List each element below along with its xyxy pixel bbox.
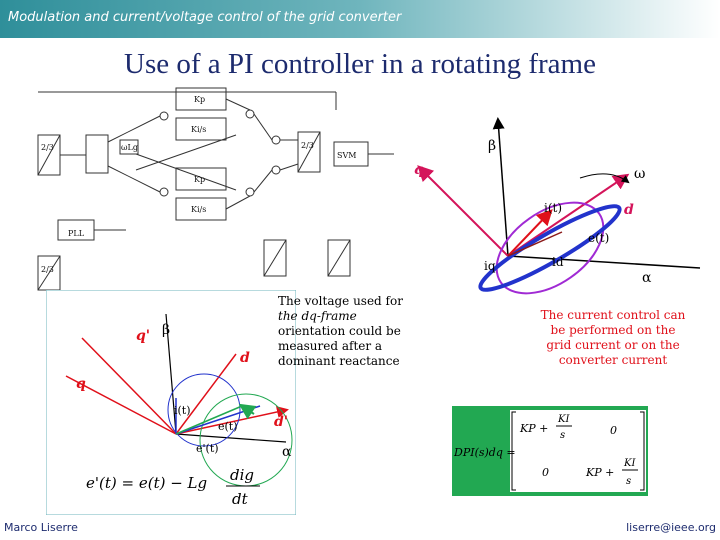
svg-text:KP +: KP + xyxy=(519,422,548,435)
svg-text:i(t): i(t) xyxy=(174,404,191,417)
svg-text:2/3: 2/3 xyxy=(301,141,314,150)
svg-text:KI: KI xyxy=(557,414,570,425)
current-note: The current control can be performed on … xyxy=(540,308,686,367)
svg-text:s: s xyxy=(626,476,631,487)
svg-text:e(t): e(t) xyxy=(218,420,238,433)
svg-text:Kp: Kp xyxy=(194,95,205,104)
svg-text:i(t): i(t) xyxy=(544,201,562,215)
svg-text:id: id xyxy=(552,255,564,269)
svm-label: SVM xyxy=(337,151,356,160)
svg-text:0: 0 xyxy=(610,424,617,437)
svg-text:KP +: KP + xyxy=(585,466,614,479)
svg-text:KI: KI xyxy=(623,458,636,469)
omega-label: ω xyxy=(634,166,645,182)
svg-text:Ki/s: Ki/s xyxy=(191,125,206,134)
svg-text:q: q xyxy=(414,162,424,178)
svg-text:q: q xyxy=(76,376,86,392)
slide-title: Use of a PI controller in a rotating fra… xyxy=(124,48,596,80)
svg-text:d: d xyxy=(624,202,634,218)
svg-text:Ki/s: Ki/s xyxy=(191,205,206,214)
current-block xyxy=(85,134,109,174)
phasor-diagram-bottom: q' β d q i(t) e(t) e'(t) d' α e'(t) = e(… xyxy=(46,290,296,515)
svg-text:iq: iq xyxy=(484,259,496,273)
svg-text:d': d' xyxy=(274,414,288,430)
kp-block-2 xyxy=(175,167,227,191)
control-block-diagram: PLL SVM Kp Ki/s Kp Ki/s ωLg 2/3 2/3 2/3 xyxy=(36,80,396,292)
header-title: Modulation and current/voltage control o… xyxy=(8,10,402,25)
svg-text:DPI(s)dq =: DPI(s)dq = xyxy=(453,446,516,459)
svg-text:Kp: Kp xyxy=(194,175,205,184)
equation-den: dt xyxy=(232,490,249,508)
pll-label: PLL xyxy=(68,229,85,238)
svg-text:q': q' xyxy=(136,328,150,344)
svg-text:d: d xyxy=(240,350,250,366)
svg-text:2/3: 2/3 xyxy=(41,265,54,274)
phasor-diagram-top: β ω α q d i(t) e(t) iq id xyxy=(414,117,701,295)
svg-text:α: α xyxy=(282,444,292,460)
svg-text:e(t): e(t) xyxy=(588,231,609,245)
footer-email[interactable]: liserre@ieee.org xyxy=(626,521,716,534)
voltage-note: The voltage used for the dq-frame orient… xyxy=(278,294,403,368)
beta-label: β xyxy=(488,138,496,154)
svg-text:β: β xyxy=(162,322,170,338)
pi-matrix: DPI(s)dq = KP + KI s 0 0 KP + KI s xyxy=(452,406,648,496)
svg-text:ωLg: ωLg xyxy=(121,143,138,152)
svg-text:e'(t): e'(t) xyxy=(196,442,219,455)
equation-lhs: e'(t) = e(t) − Lg xyxy=(86,474,207,492)
svg-text:2/3: 2/3 xyxy=(41,143,54,152)
alpha-label: α xyxy=(642,270,652,286)
svg-text:0: 0 xyxy=(542,466,549,479)
svg-text:s: s xyxy=(560,430,565,441)
footer-author: Marco Liserre xyxy=(4,521,78,534)
equation-num: dig xyxy=(230,466,254,484)
header-bar: Modulation and current/voltage control o… xyxy=(0,0,720,38)
ki-block-1 xyxy=(175,117,227,141)
